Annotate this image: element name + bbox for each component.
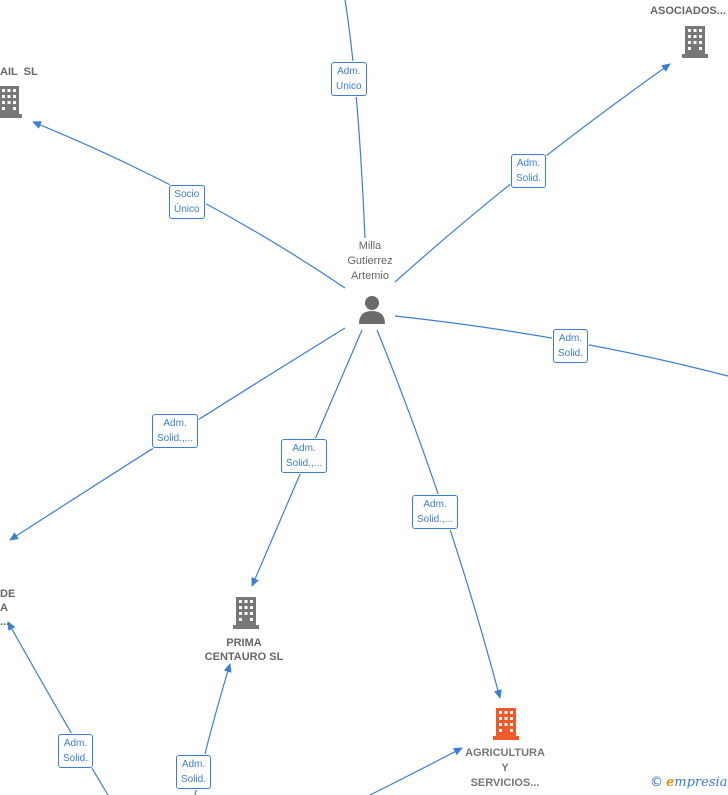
edge-label-agricultura[interactable]: Adm.Solid.,... — [412, 495, 459, 529]
company-label-agricultura[interactable]: AGRICULTURA Y SERVICIOS... — [465, 747, 545, 789]
company-label-asociados[interactable]: ASOCIADOS... — [650, 5, 726, 17]
edge-agricultura-low — [369, 747, 463, 795]
edge-label-prima-low[interactable]: Adm.Solid. — [176, 755, 212, 789]
company-label-prima[interactable]: PRIMA CENTAURO SL — [204, 637, 284, 663]
person-name[interactable]: Milla Gutierrez Artemio — [347, 240, 393, 282]
empresia-logo[interactable]: ©empresia — [650, 775, 728, 790]
edge-label-prima[interactable]: Adm.Solid.,... — [281, 439, 328, 473]
edge-label-de-low[interactable]: Adm.Solid. — [58, 734, 94, 768]
person-icon[interactable] — [358, 295, 386, 325]
edge-label-left[interactable]: Adm.Solid.,... — [152, 414, 199, 448]
company-label-de[interactable]: DE A ... — [0, 588, 16, 628]
edge-label-asociados[interactable]: Adm.Solid. — [511, 154, 547, 188]
building-icon[interactable] — [680, 24, 710, 58]
edge-label-top[interactable]: Adm.Unico — [331, 62, 367, 96]
building-icon[interactable] — [0, 84, 24, 118]
company-label-ail[interactable]: AIL SL — [0, 66, 38, 78]
edge-de-low — [7, 621, 109, 795]
building-icon[interactable] — [491, 706, 521, 740]
edge-top — [344, 0, 366, 239]
copyright-icon: © — [650, 775, 663, 790]
edge-label-right[interactable]: Adm.Solid. — [553, 329, 589, 363]
building-icon[interactable] — [231, 595, 261, 629]
